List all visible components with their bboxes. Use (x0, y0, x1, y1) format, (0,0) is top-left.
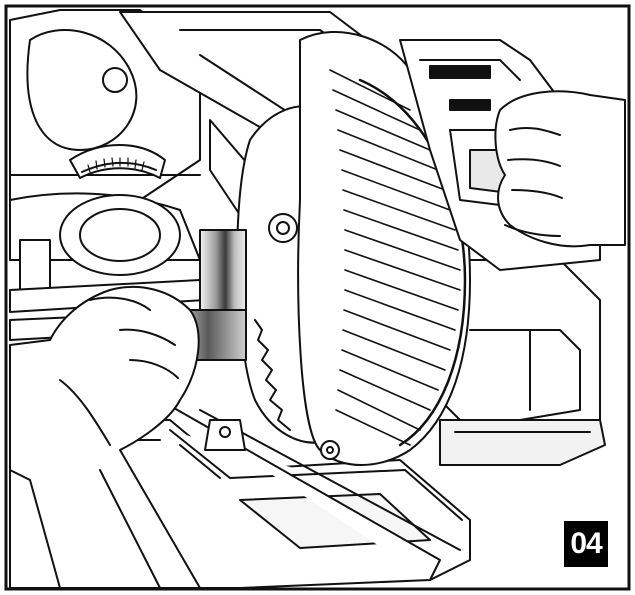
right-hand-icon (494, 90, 626, 248)
bevel-scale (69, 144, 166, 179)
step-number-badge: 04 (564, 521, 608, 567)
motor-mount (439, 259, 606, 466)
left-hand-icon (9, 286, 201, 589)
base-bolt (204, 419, 246, 451)
